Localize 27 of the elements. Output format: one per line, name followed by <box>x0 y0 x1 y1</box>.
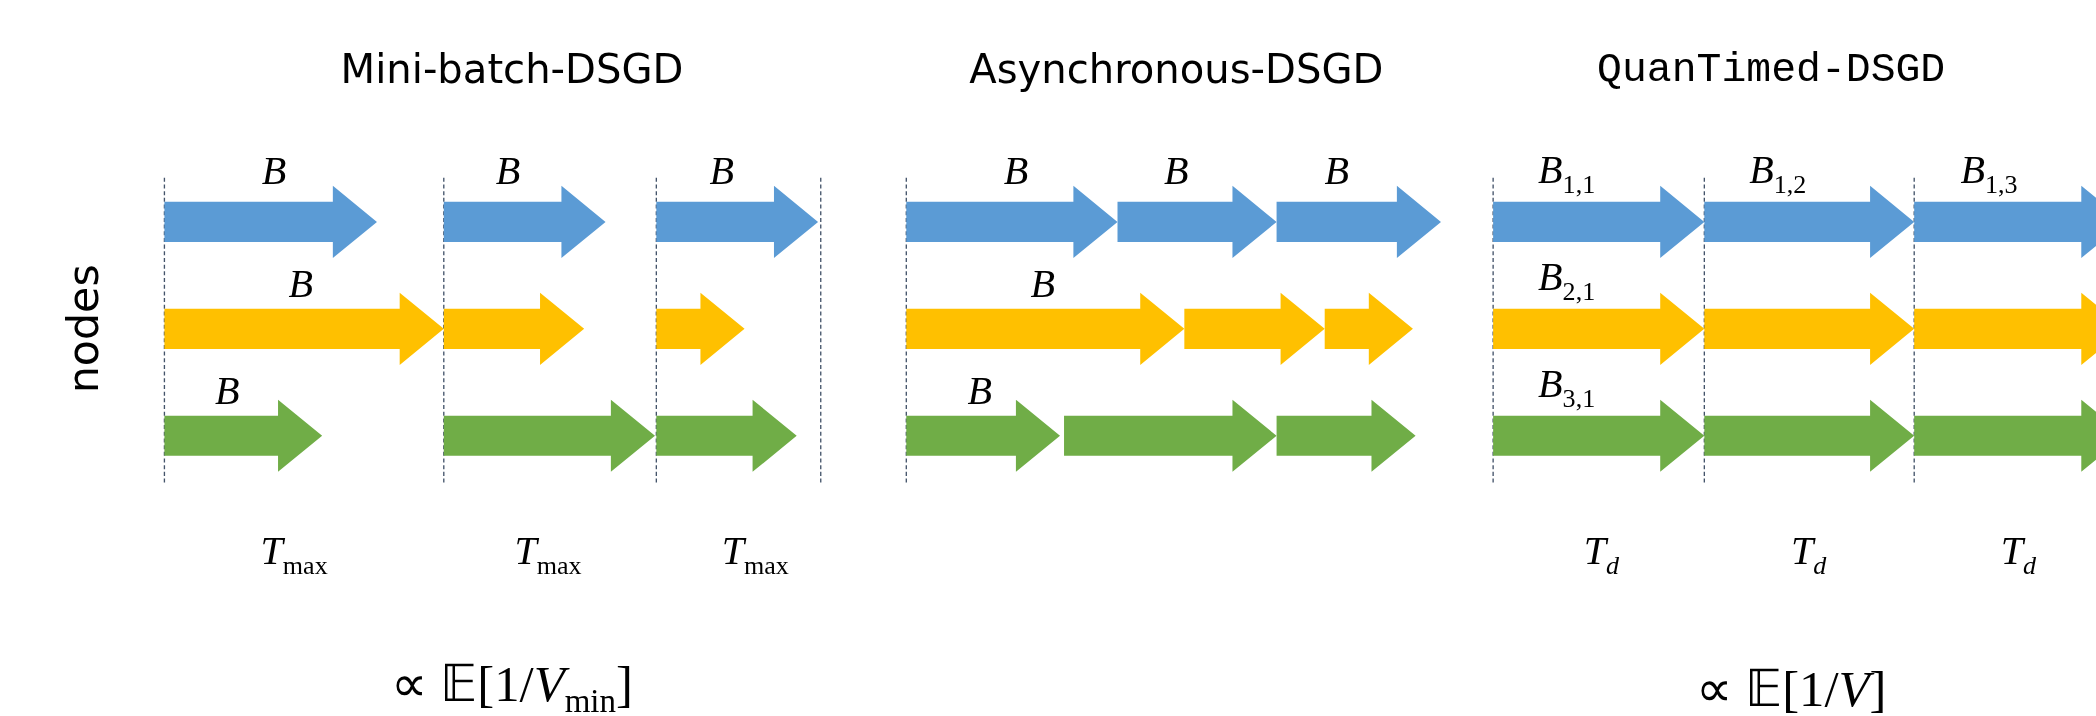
time-label: T$_{max}$ <box>721 531 789 579</box>
method-title: Mini-batch-DSGD <box>340 49 684 90</box>
batch-label: B <box>1164 151 1189 192</box>
time-label: T$_{d}$ <box>1583 531 1620 579</box>
batch-label: B <box>288 263 313 304</box>
batch-label: B$_{1,3}$ <box>1960 150 2018 198</box>
batch-label: B <box>967 370 993 411</box>
batch-label: B <box>261 151 287 192</box>
batch-label: B <box>215 370 240 411</box>
method-title: QuanTimed-DSGD <box>1597 48 1946 91</box>
batch-label: B <box>709 151 735 192</box>
time-label: T$_{max}$ <box>514 531 582 579</box>
formula: ∝ 𝔼[1/V$_{min}$] <box>391 658 633 716</box>
batch-label: B$_{1,1}$ <box>1538 150 1596 198</box>
formula: ∝ 𝔼[1/V] <box>1695 663 1887 714</box>
time-label: T$_{max}$ <box>260 531 328 579</box>
batch-label: B <box>495 151 521 192</box>
batch-label: B$_{3,1}$ <box>1538 363 1596 412</box>
batch-label: B <box>1324 151 1349 192</box>
batch-label: B$_{1,2}$ <box>1749 150 1807 198</box>
axis-label: nodes <box>61 264 105 394</box>
batch-label: B <box>1030 263 1055 304</box>
time-label: T$_{d}$ <box>2000 531 2037 579</box>
method-title: Asynchronous-DSGD <box>969 49 1384 90</box>
batch-label: B$_{2,1}$ <box>1538 257 1596 305</box>
time-label: T$_{d}$ <box>1790 531 1827 579</box>
batch-label: B <box>1003 151 1029 192</box>
